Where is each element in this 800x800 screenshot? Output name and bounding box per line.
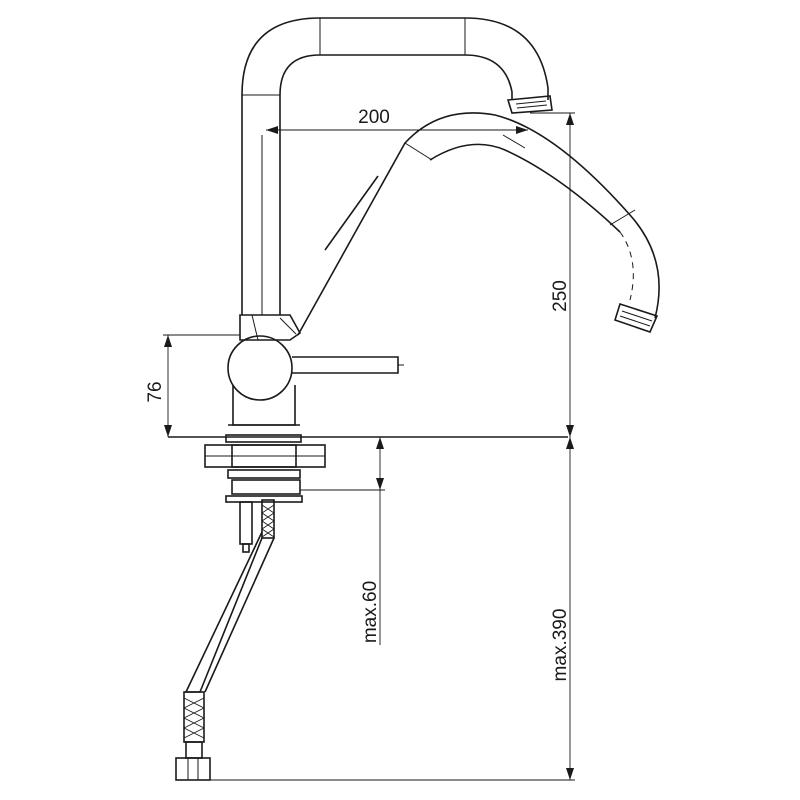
dimension-label-max-60: max.60 — [360, 581, 381, 643]
spout-upright — [241, 17, 553, 315]
dimension-deck-thickness: max.60 — [300, 437, 385, 645]
dimension-lever-height: 76 — [145, 334, 240, 437]
dimension-spout-height: 250 — [530, 112, 575, 437]
dimension-hose-length: max.390 — [210, 437, 575, 781]
dimension-label-250: 250 — [550, 280, 571, 312]
deck-mounting — [168, 434, 568, 503]
dimension-spout-reach: 200 — [266, 107, 528, 134]
dimension-label-max-390: max.390 — [550, 609, 571, 682]
supply-hoses — [175, 499, 275, 781]
faucet-body — [227, 314, 404, 426]
dimension-label-200: 200 — [358, 107, 390, 128]
dimension-label-76: 76 — [145, 381, 166, 402]
spout-swivelled — [297, 112, 660, 336]
